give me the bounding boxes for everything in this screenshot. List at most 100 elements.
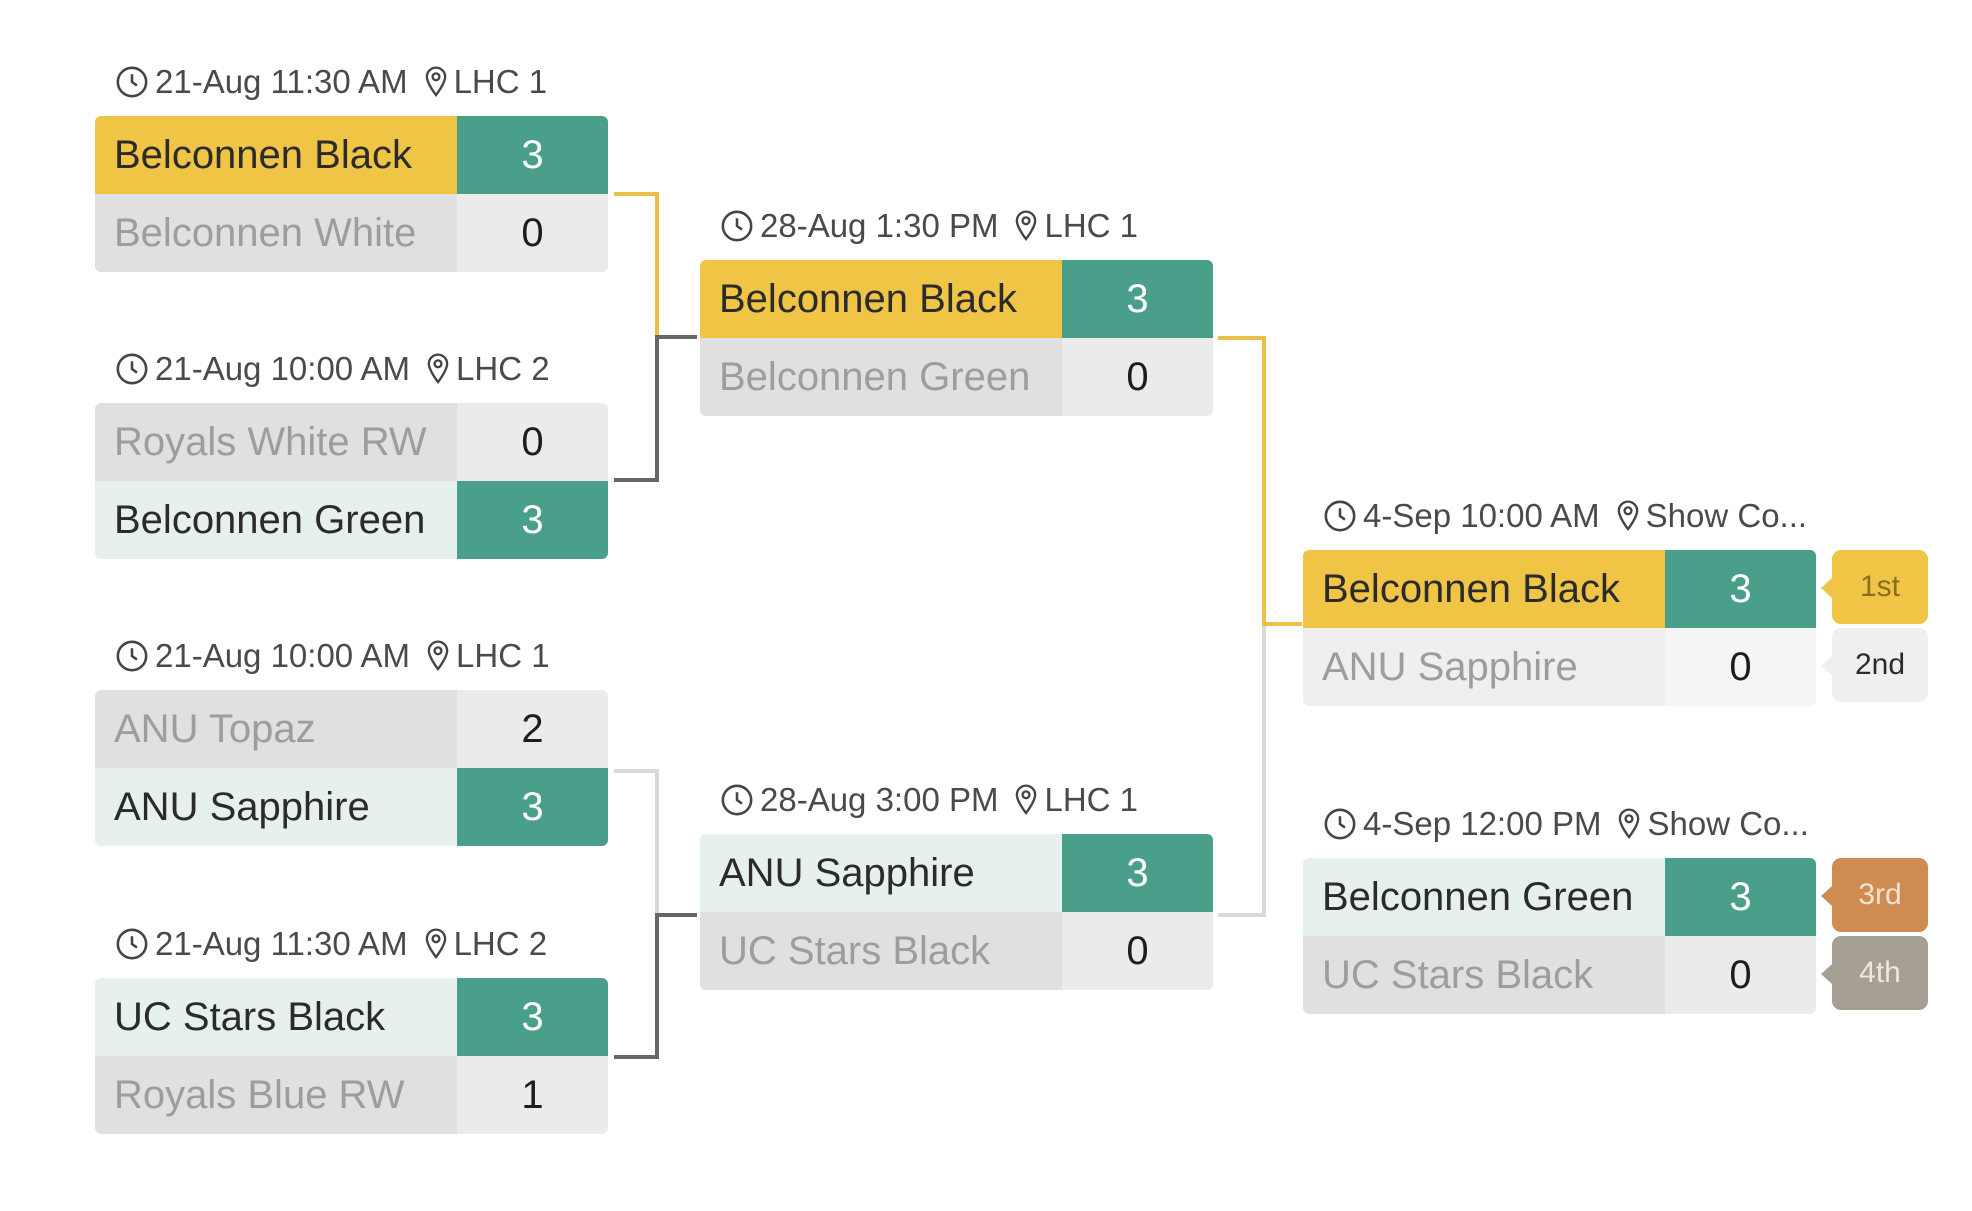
clock-icon (116, 928, 148, 960)
clock-icon (116, 353, 148, 385)
team-score: 0 (1665, 936, 1816, 1014)
match-venue: LHC 1 (1044, 781, 1139, 818)
map-pin-icon (1016, 210, 1037, 241)
team-score: 3 (457, 116, 608, 194)
match-time: 21-Aug 11:30 AM (155, 63, 408, 100)
connector-sf2-to-final (1218, 622, 1302, 917)
team-score: 0 (457, 194, 608, 272)
team-score: 0 (1665, 628, 1816, 706)
match-venue: LHC 1 (456, 637, 550, 674)
team-row[interactable]: Belconnen Black 3 (700, 260, 1213, 338)
team-row[interactable]: Royals White RW 0 (95, 403, 608, 481)
connector-r1m3-to-sf2 (614, 769, 697, 917)
match-meta: 21-Aug 11:30 AM LHC 2 (115, 925, 548, 962)
team-row[interactable]: UC Stars Black 0 4th (1303, 936, 1928, 1014)
clock-icon (721, 784, 753, 816)
place-badge-2nd: 2nd (1821, 628, 1928, 702)
team-name: ANU Sapphire (700, 834, 1062, 912)
team-score: 0 (457, 403, 608, 481)
match-semifinal-2: 28-Aug 3:00 PM LHC 1 ANU Sapphire 3 UC S… (700, 781, 1213, 990)
team-row[interactable]: Belconnen Green 3 3rd (1303, 858, 1928, 936)
place-badge-4th: 4th (1821, 936, 1928, 1010)
team-score: 0 (1062, 912, 1213, 990)
connector-r1m4-to-sf2 (614, 913, 697, 1059)
team-row[interactable]: Belconnen Black 3 1st (1303, 550, 1928, 628)
match-time: 4-Sep 12:00 PM (1363, 805, 1602, 842)
map-pin-icon (425, 928, 446, 959)
map-pin-icon (1617, 500, 1638, 531)
clock-icon (1324, 808, 1356, 840)
match-time: 4-Sep 10:00 AM (1363, 497, 1600, 534)
team-score: 3 (1665, 858, 1816, 936)
team-row[interactable]: UC Stars Black 3 (95, 978, 608, 1056)
team-score: 3 (457, 978, 608, 1056)
place-badge-1st: 1st (1821, 550, 1928, 624)
team-name: Belconnen Black (700, 260, 1062, 338)
match-r1-2: 21-Aug 10:00 AM LHC 2 Royals White RW 0 … (95, 350, 608, 559)
match-venue: Show Co... (1645, 497, 1808, 534)
match-meta: 21-Aug 11:30 AM LHC 1 (115, 63, 548, 100)
team-name: Belconnen Green (95, 481, 457, 559)
match-time: 21-Aug 11:30 AM (155, 925, 408, 962)
match-semifinal-1: 28-Aug 1:30 PM LHC 1 Belconnen Black 3 B… (700, 207, 1213, 416)
team-name: UC Stars Black (1303, 936, 1665, 1014)
team-name: UC Stars Black (700, 912, 1062, 990)
team-row[interactable]: Belconnen White 0 (95, 194, 608, 272)
map-pin-icon (427, 353, 449, 384)
match-venue: LHC 2 (453, 925, 548, 962)
team-score: 1 (457, 1056, 608, 1134)
team-score: 3 (457, 481, 608, 559)
match-meta: 21-Aug 10:00 AM LHC 1 (115, 637, 550, 674)
team-row[interactable]: ANU Topaz 2 (95, 690, 608, 768)
clock-icon (721, 210, 753, 242)
match-time: 28-Aug 1:30 PM (760, 207, 999, 244)
team-row[interactable]: UC Stars Black 0 (700, 912, 1213, 990)
team-row[interactable]: ANU Sapphire 0 2nd (1303, 628, 1928, 706)
connector-r1m2-to-sf1 (614, 335, 697, 482)
team-name: Belconnen Black (1303, 550, 1665, 628)
clock-icon (1324, 500, 1356, 532)
team-score: 3 (1062, 260, 1213, 338)
match-venue: Show Co... (1647, 805, 1809, 842)
team-name: Royals White RW (95, 403, 457, 481)
match-meta: 4-Sep 10:00 AM Show Co... (1323, 497, 1808, 534)
match-meta: 28-Aug 1:30 PM LHC 1 (720, 207, 1139, 244)
team-score: 3 (1062, 834, 1213, 912)
team-name: ANU Topaz (95, 690, 457, 768)
team-row[interactable]: Belconnen Green 0 (700, 338, 1213, 416)
map-pin-icon (427, 640, 449, 671)
team-name: Royals Blue RW (95, 1056, 457, 1134)
match-meta: 4-Sep 12:00 PM Show Co... (1323, 805, 1809, 842)
map-pin-icon (1619, 808, 1640, 839)
team-row[interactable]: ANU Sapphire 3 (95, 768, 608, 846)
match-venue: LHC 1 (453, 63, 548, 100)
team-row[interactable]: Belconnen Green 3 (95, 481, 608, 559)
match-r1-4: 21-Aug 11:30 AM LHC 2 UC Stars Black 3 R… (95, 925, 608, 1134)
team-name: ANU Sapphire (95, 768, 457, 846)
match-meta: 28-Aug 3:00 PM LHC 1 (720, 781, 1139, 818)
match-r1-3: 21-Aug 10:00 AM LHC 1 ANU Topaz 2 ANU Sa… (95, 637, 608, 846)
team-name: UC Stars Black (95, 978, 457, 1056)
match-time: 21-Aug 10:00 AM (155, 637, 411, 674)
match-meta: 21-Aug 10:00 AM LHC 2 (115, 350, 550, 387)
team-name: Belconnen Black (95, 116, 457, 194)
match-venue: LHC 2 (456, 350, 550, 387)
match-final: 4-Sep 10:00 AM Show Co... Belconnen Blac… (1303, 497, 1928, 706)
connector-sf1-to-final (1218, 336, 1302, 626)
team-score: 0 (1062, 338, 1213, 416)
match-venue: LHC 1 (1044, 207, 1139, 244)
match-third-place: 4-Sep 12:00 PM Show Co... Belconnen Gree… (1303, 805, 1928, 1014)
map-pin-icon (1016, 784, 1037, 815)
connector-r1m1-to-sf1 (614, 192, 697, 339)
team-row[interactable]: Royals Blue RW 1 (95, 1056, 608, 1134)
team-score: 3 (1665, 550, 1816, 628)
team-row[interactable]: Belconnen Black 3 (95, 116, 608, 194)
team-name: Belconnen Green (1303, 858, 1665, 936)
clock-icon (116, 640, 148, 672)
team-row[interactable]: ANU Sapphire 3 (700, 834, 1213, 912)
match-time: 21-Aug 10:00 AM (155, 350, 411, 387)
team-name: ANU Sapphire (1303, 628, 1665, 706)
team-score: 3 (457, 768, 608, 846)
team-name: Belconnen White (95, 194, 457, 272)
